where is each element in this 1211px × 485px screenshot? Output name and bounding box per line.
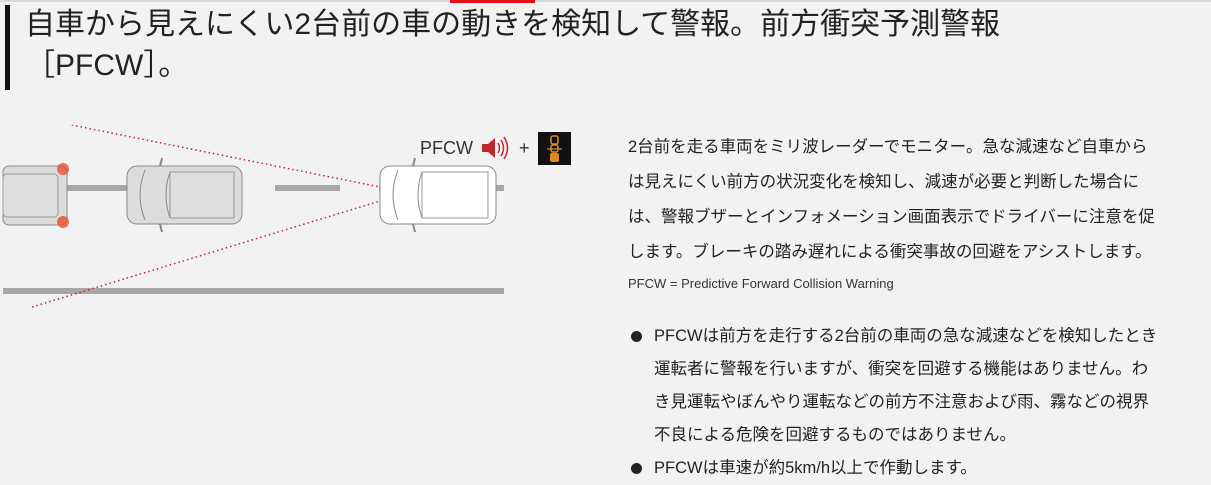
note-item: PFCWは前方を走行する2台前の車両の急な減速などを検知したとき 運転者に警報を… xyxy=(628,320,1208,452)
note-line: 運転者に警報を行いますが、衝突を回避する機能はありません。わ xyxy=(654,360,1149,378)
note-line: き見運転やぼんやり運転などの前方不注意および雨、霧などの視界 xyxy=(654,393,1149,411)
active-tab-indicator xyxy=(450,0,535,3)
note-line: 不良による危険を回避するものではありません。 xyxy=(654,426,1017,444)
pfcw-illustration xyxy=(2,125,504,308)
description-line: 2台前を走る車両をミリ波レーダーでモニター。急な減速など自車から xyxy=(628,138,1148,156)
description-line: は見えにくい前方の状況変化を検知し、減速が必要と判断した場合に xyxy=(628,173,1140,191)
radar-beam xyxy=(31,125,381,308)
bullet-icon xyxy=(631,331,642,342)
description-line: は、警報ブザーとインフォメーション画面表示でドライバーに注意を促 xyxy=(628,208,1155,226)
legend-plus: + xyxy=(519,137,530,158)
bullet-icon xyxy=(631,463,642,474)
legend-label: PFCW xyxy=(420,137,473,158)
page-title: 自車から見えにくい2台前の車の動きを検知して警報。前方衝突予測警報 ［PFCW］… xyxy=(25,4,1125,86)
own-car xyxy=(379,157,497,233)
title-line: ［PFCW］。 xyxy=(25,49,189,82)
brake-light-icon xyxy=(57,163,69,175)
description: 2台前を走る車両をミリ波レーダーでモニター。急な減速など自車から は見えにくい前… xyxy=(628,130,1208,270)
note-line: PFCWは車速が約5km/h以上で作動します。 xyxy=(654,459,977,477)
front-car-indicator-icon xyxy=(537,131,571,165)
brake-light-icon xyxy=(57,216,69,228)
note-item: PFCWは車速が約5km/h以上で作動します。 xyxy=(628,452,1208,485)
lead-car xyxy=(126,157,243,233)
top-border xyxy=(0,0,1211,2)
notes-list: PFCWは前方を走行する2台前の車両の急な減速などを検知したとき 運転者に警報を… xyxy=(628,320,1208,485)
title-line: 自車から見えにくい2台前の車の動きを検知して警報。前方衝突予測警報 xyxy=(25,8,1001,41)
note-line: PFCWは前方を走行する2台前の車両の急な減速などを検知したとき xyxy=(654,327,1158,345)
abbreviation-note: PFCW = Predictive Forward Collision Warn… xyxy=(628,276,894,291)
pfcw-legend: PFCW + xyxy=(420,131,571,165)
title-accent-bar xyxy=(5,5,10,90)
lead-car-two-ahead xyxy=(2,163,69,228)
description-line: します。ブレーキの踏み遅れによる衝突事故の回避をアシストします。 xyxy=(628,243,1152,261)
speaker-icon xyxy=(482,136,509,160)
